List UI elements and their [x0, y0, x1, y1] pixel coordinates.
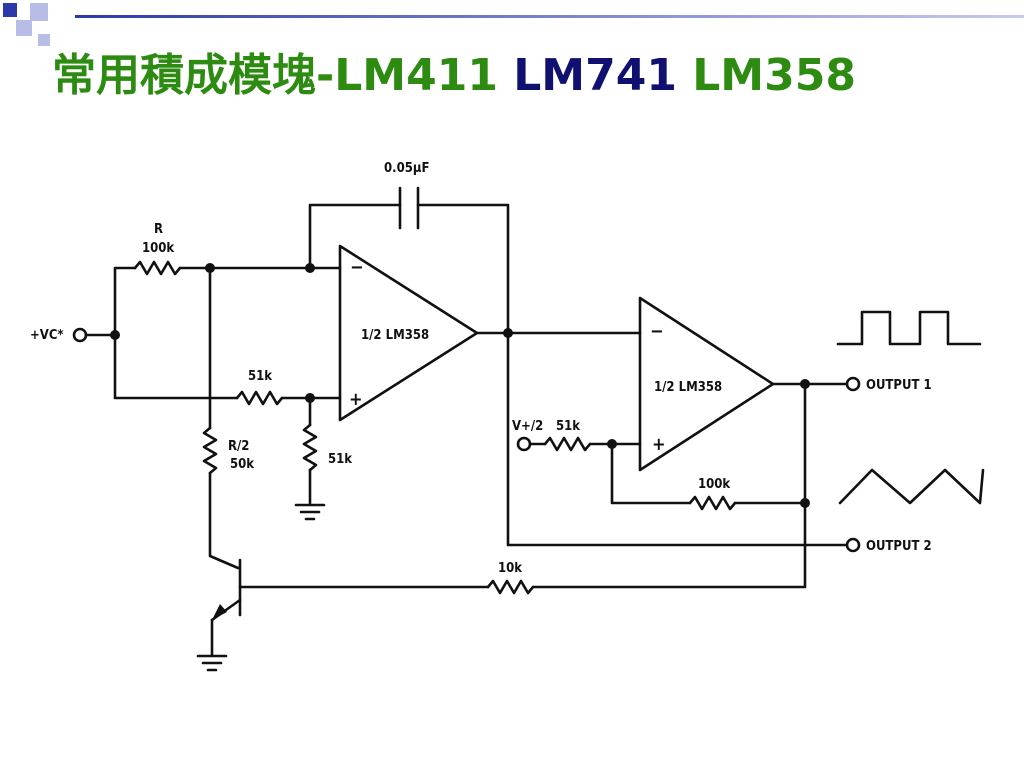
wire-cap-right: [416, 203, 510, 334]
resistor-r-half-50k: [202, 426, 218, 475]
opamp1-triangle: [338, 244, 479, 422]
ground-symbol-1: [294, 503, 326, 521]
r51k-top-label: 51k: [248, 369, 272, 384]
resistor-r-label: R: [154, 222, 163, 237]
output1-label: OUTPUT 1: [866, 378, 932, 393]
opamp1-plus: +: [349, 389, 363, 410]
output2-terminal: [845, 537, 861, 553]
resistor-r-value: 100k: [142, 241, 174, 256]
square-wave-graphic: [836, 310, 982, 346]
transistor-symbol: [210, 558, 242, 657]
title-lm358: LM358: [692, 50, 856, 101]
wire-vc-top: [113, 266, 137, 337]
resistor-51k-top: [235, 390, 284, 406]
slide-title: 常用積成模塊-LM411 LM741 LM358: [52, 46, 856, 106]
resistor-r-100k: [133, 260, 182, 276]
title-chinese: 常用積成模塊: [52, 50, 316, 101]
wire-output2: [506, 331, 850, 547]
wire-r-half-bottom: [208, 471, 240, 570]
output2-label: OUTPUT 2: [866, 539, 932, 554]
vc-input-label: +VC*: [30, 328, 64, 343]
slide-decoration: [0, 0, 80, 70]
opamp2-plus: +: [652, 434, 666, 455]
vc-input-terminal: [72, 327, 88, 343]
ground-symbol-2: [196, 654, 228, 672]
capacitor-symbol: [398, 186, 420, 230]
resistor-100k-feedback: [688, 495, 737, 511]
r-half-value: 50k: [230, 457, 254, 472]
title-lm741: LM741: [513, 50, 693, 101]
wire-vc-bottom: [113, 333, 239, 400]
vref-input-terminal: [516, 436, 532, 452]
resistor-51k-ground: [302, 423, 318, 472]
opamp2-triangle: [638, 296, 775, 472]
r51k-ground-label: 51k: [328, 452, 352, 467]
title-rule: [75, 15, 1024, 18]
opamp1-label: 1/2 LM358: [361, 328, 429, 343]
title-lm411: LM411: [334, 50, 514, 101]
resistor-51k-vref: [543, 436, 592, 452]
opamp1-minus: −: [350, 257, 364, 278]
output1-terminal: [845, 376, 861, 392]
r-half-label: R/2: [228, 439, 249, 454]
r10k-label: 10k: [498, 561, 522, 576]
resistor-10k: [486, 579, 535, 595]
r51k-vref-label: 51k: [556, 419, 580, 434]
vref-input-label: V+/2: [512, 419, 543, 434]
triangle-wave-graphic: [838, 468, 985, 505]
title-separator: -: [316, 50, 335, 101]
opamp2-minus: −: [650, 321, 664, 342]
wire-10k-to-out1: [531, 381, 807, 589]
opamp2-label: 1/2 LM358: [654, 380, 722, 395]
transistor-emitter-arrow: [212, 604, 227, 620]
r100k-feedback-label: 100k: [698, 477, 730, 492]
junction-dots: [110, 263, 810, 508]
wire-cap-left: [308, 203, 402, 270]
cap-label: 0.05μF: [384, 161, 429, 176]
wire-fb-left: [610, 442, 692, 505]
